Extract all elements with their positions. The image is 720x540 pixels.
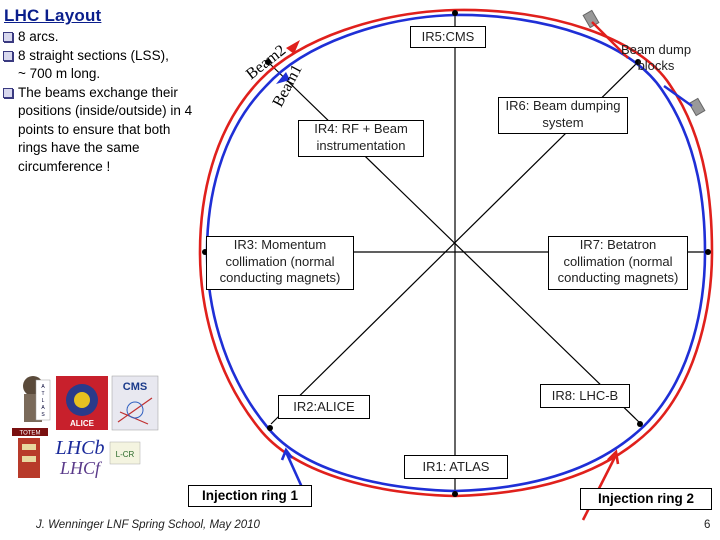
bullet-marker-icon <box>3 50 13 61</box>
cms-logo-icon: CMS <box>111 375 159 431</box>
ir8-point <box>637 421 643 427</box>
svg-text:CMS: CMS <box>123 381 147 393</box>
svg-text:T: T <box>41 391 44 397</box>
ir5-box: IR5:CMS <box>410 26 486 48</box>
beam2-arrow <box>286 40 300 54</box>
svg-text:LHCf: LHCf <box>59 458 103 478</box>
ir2-box: IR2:ALICE <box>278 395 370 419</box>
beam1-ring <box>205 13 707 493</box>
bullet-continuation: positions (inside/outside) in 4 <box>18 103 193 118</box>
bullet-item: 8 arcs. <box>2 28 202 47</box>
ir7-point <box>705 249 711 255</box>
svg-text:L: L <box>42 398 45 404</box>
dump-block-2 <box>688 97 706 117</box>
lhcb-logo-icon: LHCb <box>55 437 105 459</box>
ir2-point <box>267 425 273 431</box>
bullet-continuation: rings have the same <box>18 140 140 155</box>
ir6-box: IR6: Beam dumping system <box>498 97 628 134</box>
dump-arrow-beam2 <box>591 21 629 59</box>
injection-ring-1-box: Injection ring 1 <box>188 485 312 507</box>
ir7-box: IR7: Betatron collimation (normal conduc… <box>548 236 688 290</box>
bullet-continuation: points to ensure that both <box>18 121 171 137</box>
ir3-box: IR3: Momentum collimation (normal conduc… <box>206 236 354 290</box>
ir1-point <box>452 491 458 497</box>
svg-text:ALICE: ALICE <box>70 419 95 428</box>
page-number: 6 <box>704 519 711 531</box>
totem-logo-icon: TOTEM <box>12 428 48 478</box>
bullet-continuation: circumference ! <box>18 158 111 174</box>
experiment-logos: A T L A S ALICE CMS TOTEM LHCb LHCf L-CR <box>12 375 159 478</box>
svg-text:A: A <box>41 384 45 390</box>
svg-text:A: A <box>41 405 45 411</box>
bullet-continuation: ~ 700 m long. <box>18 66 101 81</box>
svg-text:TOTEM: TOTEM <box>20 431 41 437</box>
beam1-arrow <box>276 72 290 84</box>
bullet-list: 8 arcs. 8 straight sections (LSS), ~ 700… <box>2 28 202 176</box>
atlas-logo-icon: A T L A S <box>23 376 51 422</box>
ir5-point <box>452 10 458 16</box>
ir4-box: IR4: RF + Beam instrumentation <box>298 120 424 157</box>
bullet-marker-icon <box>3 32 13 42</box>
ir6-point <box>635 59 641 65</box>
ir8-box: IR8: LHC-B <box>540 384 630 408</box>
lcr-logo-icon: L-CR <box>109 441 141 465</box>
injection-line-1-head <box>280 447 294 461</box>
svg-text:S: S <box>41 412 45 418</box>
svg-text:LHCb: LHCb <box>55 437 105 459</box>
lhcf-logo-icon: LHCf <box>59 458 103 478</box>
bullet-item: The beams exchange their <box>2 84 202 103</box>
injection-ring-2-box: Injection ring 2 <box>580 488 712 510</box>
bullet-marker-icon <box>3 87 13 98</box>
footer-citation: J. Wenninger LNF Spring School, May 2010 <box>36 519 260 531</box>
ir4-point <box>265 59 271 65</box>
injection-line-2-head <box>607 449 620 465</box>
page-title: LHC Layout <box>4 6 102 25</box>
alice-logo-icon: ALICE <box>56 376 108 430</box>
svg-text:L-CR: L-CR <box>116 450 135 459</box>
ir1-box: IR1: ATLAS <box>404 455 508 479</box>
dump-arrows <box>591 21 693 107</box>
beam-direction-arrows <box>276 40 300 84</box>
bullet-item: 8 straight sections (LSS), <box>2 47 202 66</box>
beam-dump-label: Beam dump blocks <box>620 42 692 73</box>
dump-arrow-beam1 <box>663 85 693 107</box>
